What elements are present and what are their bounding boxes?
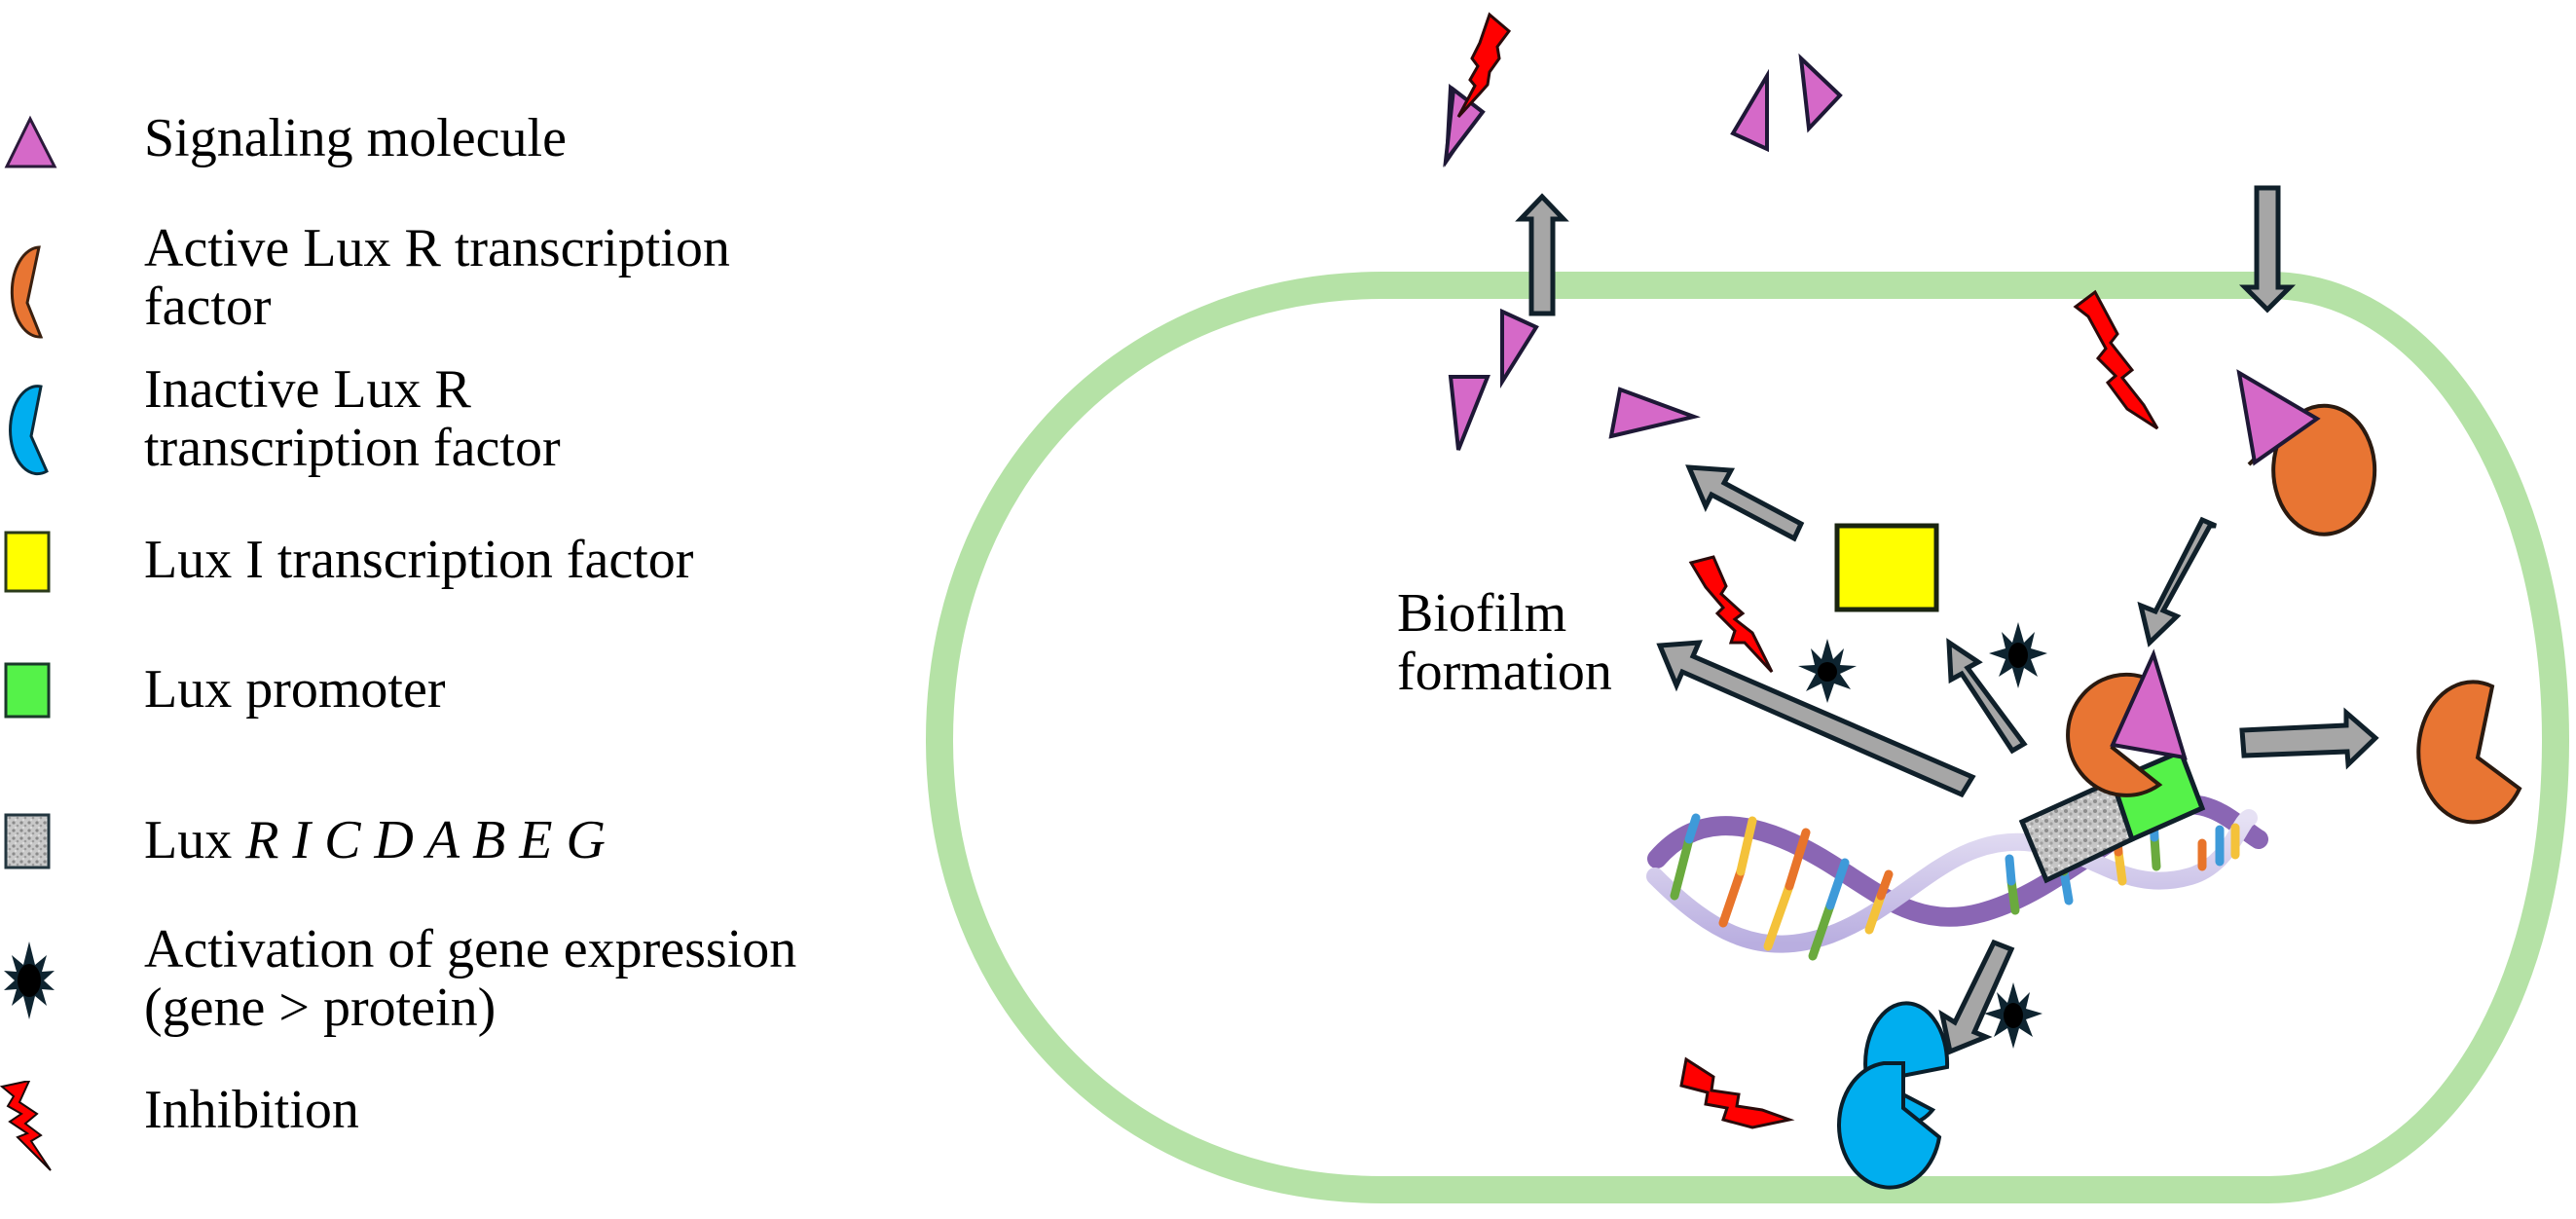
textured-square-icon bbox=[4, 813, 51, 869]
signaling-molecule-icon bbox=[1608, 387, 1701, 439]
triangle-icon bbox=[4, 115, 57, 168]
legend-label: Lux I transcription factor bbox=[144, 530, 694, 590]
legend-label: Active Lux R transcription factor bbox=[144, 218, 730, 337]
release-arrow-icon bbox=[2239, 707, 2379, 770]
pacman-blue-icon bbox=[9, 385, 49, 476]
activation-starburst-icon bbox=[1798, 639, 1857, 703]
signaling-molecule-icon bbox=[1730, 68, 1769, 153]
yellow-square-icon bbox=[4, 531, 51, 593]
inactive-luxr-body bbox=[1837, 1061, 1942, 1190]
luxi-expression-arrow-icon bbox=[1946, 638, 2028, 755]
signaling-molecule-icon bbox=[1448, 375, 1490, 451]
dna-helix-icon bbox=[1646, 794, 2268, 961]
legend: Signaling molecule Active Lux R transcri… bbox=[0, 0, 935, 1219]
inhibition-lightning-icon bbox=[1688, 555, 1774, 674]
active-luxr-complex-bound bbox=[2066, 648, 2188, 797]
legend-label: Signaling molecule bbox=[144, 108, 567, 168]
lightning-icon bbox=[0, 1081, 52, 1171]
binding-arrow-icon bbox=[2137, 516, 2217, 647]
luxr-expression-arrow-icon bbox=[1938, 939, 2015, 1055]
signaling-molecule-icon bbox=[1798, 53, 1843, 133]
inhibition-lightning-icon bbox=[2073, 289, 2159, 430]
biofilm-arrow-icon bbox=[1656, 640, 1976, 798]
signaling-molecule-icon bbox=[1500, 308, 1539, 388]
active-luxr-free bbox=[2416, 680, 2522, 825]
inhibition-lightning-icon bbox=[1456, 12, 1512, 119]
import-arrow-icon bbox=[2238, 185, 2297, 314]
starburst-icon bbox=[4, 942, 55, 1019]
biofilm-formation-label: Biofilm formation bbox=[1397, 583, 1612, 702]
activation-starburst-icon bbox=[1984, 982, 2042, 1049]
active-luxr-complex-top bbox=[2236, 369, 2377, 536]
activation-starburst-icon bbox=[1989, 622, 2047, 688]
legend-label: Lux promoter bbox=[144, 659, 446, 720]
green-square-icon bbox=[4, 662, 51, 719]
luxi-protein bbox=[1834, 523, 1939, 612]
legend-label: Activation of gene expression (gene > pr… bbox=[144, 919, 797, 1038]
export-arrow-icon bbox=[1515, 193, 1569, 316]
pacman-orange-icon bbox=[10, 245, 44, 339]
signaling-molecule-icon bbox=[1443, 86, 1486, 167]
legend-label: Lux R I C D A B E G bbox=[144, 810, 606, 870]
cell-membrane bbox=[925, 272, 2570, 1203]
synthesis-arrow-icon bbox=[1685, 464, 1805, 542]
legend-label: Inactive Lux R transcription factor bbox=[144, 359, 561, 478]
legend-label: Inhibition bbox=[144, 1080, 359, 1140]
inhibition-lightning-icon bbox=[1679, 1056, 1795, 1129]
